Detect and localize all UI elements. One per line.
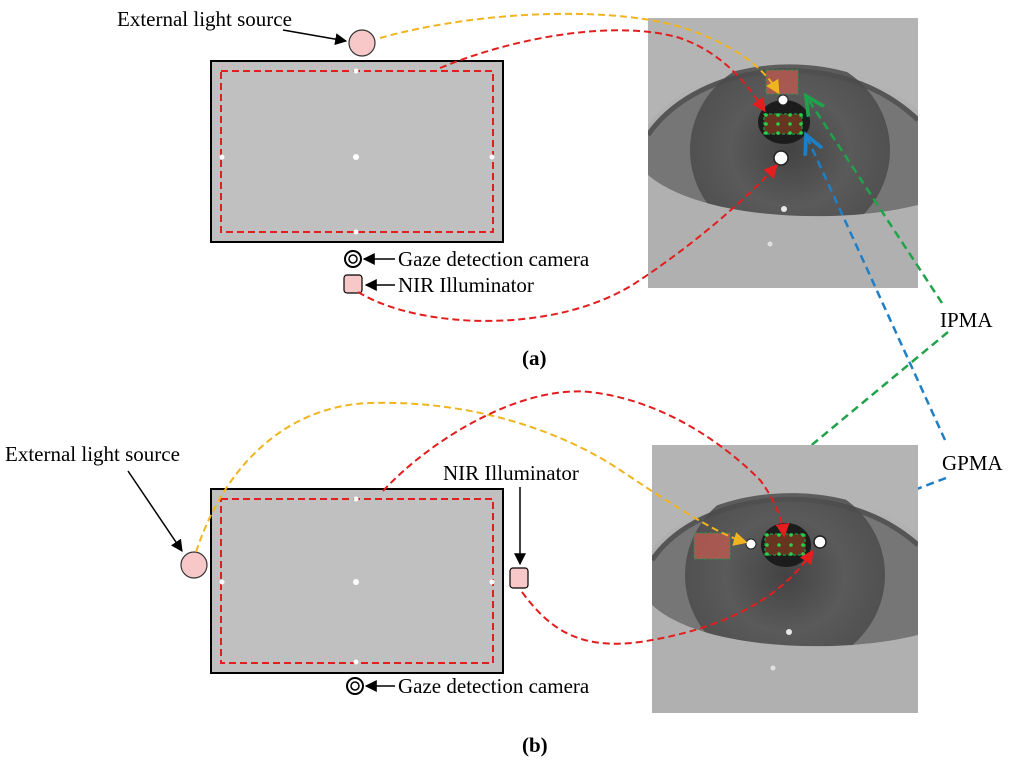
nir-path-b-bottom: [521, 549, 814, 645]
illuminator-label: NIR Illuminator: [398, 273, 534, 297]
panel-a: External light source Gaze detection cam…: [117, 7, 918, 370]
gpma-label: GPMA: [942, 451, 1004, 475]
external-light-icon: [180, 551, 208, 579]
camera-label: Gaze detection camera: [398, 674, 590, 698]
monitor-b: [210, 488, 504, 674]
external-light-label: External light source: [5, 442, 180, 466]
external-light-icon: [348, 29, 376, 57]
nir-path-b-top: [382, 390, 790, 538]
caption-b: (b): [522, 733, 548, 757]
external-light-label: External light source: [117, 7, 292, 31]
panel-b: External light source NIR Illuminator Ga…: [5, 390, 918, 757]
gpma-arrow-a: [806, 135, 947, 441]
camera-icon: [346, 677, 364, 695]
external-light-path-a: [379, 12, 780, 95]
ipma-arrow-a: [806, 96, 944, 304]
illuminator-label: NIR Illuminator: [443, 461, 579, 485]
nir-path-a-top: [439, 29, 766, 113]
nir-illuminator-icon: [509, 567, 529, 589]
caption-a: (a): [522, 346, 547, 370]
nir-illuminator-icon: [343, 274, 363, 294]
camera-label: Gaze detection camera: [398, 247, 590, 271]
external-light-path-b: [195, 401, 748, 553]
eye-image-a: [648, 18, 918, 288]
camera-icon: [344, 250, 362, 268]
nir-path-a-bottom: [357, 163, 778, 322]
ipma-label: IPMA: [940, 308, 993, 332]
monitor-a: [210, 60, 504, 243]
eye-image-b: [652, 445, 918, 713]
